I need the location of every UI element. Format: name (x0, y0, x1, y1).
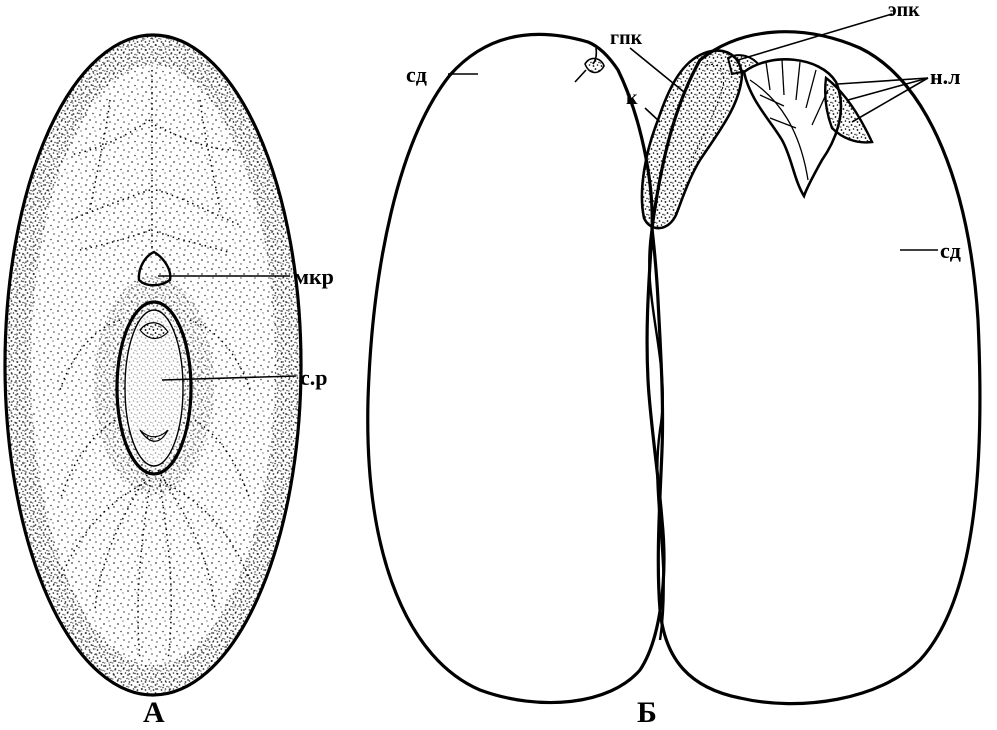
label-hilum-scar: с.р (300, 365, 328, 390)
embryo-axis (640, 49, 744, 230)
cotyledon-right (650, 30, 982, 706)
seed-coat-veins (59, 70, 251, 661)
cotyledon-left (366, 32, 666, 705)
label-cotyledon-right: сд (940, 238, 961, 263)
hilum-scar-leader (161, 375, 297, 381)
true-leaf-veins (749, 59, 829, 181)
hilum-scar-bottom-mark (139, 429, 169, 442)
hilum-scar-outer (115, 300, 193, 476)
hilum-scar-texture (127, 312, 181, 464)
seed-b: сд гпк к эпк н.л сд Б (366, 0, 982, 729)
caption-b: Б (637, 696, 657, 725)
seed-a: мкр с.р А (0, 30, 334, 729)
leader-hypocotyl (629, 47, 685, 93)
true-leaf-small (824, 75, 874, 144)
cotyledon-scar (584, 57, 605, 74)
caption-a: А (143, 696, 165, 725)
leader-true-leaves-2 (847, 77, 929, 101)
leader-epicotyl (737, 13, 893, 61)
hilum-scar-top-mark (139, 322, 169, 340)
label-radicle: к (626, 87, 638, 109)
embryo-axis-highlight (687, 63, 725, 171)
label-hypocotyl: гпк (610, 27, 643, 49)
cotyledon-junction (648, 227, 665, 641)
cotyledon-scar-tail (574, 47, 598, 83)
leader-radicle (644, 107, 661, 123)
label-true-leaves: н.л (930, 64, 961, 89)
leader-true-leaves-3 (851, 77, 929, 123)
label-micropyle: мкр (294, 264, 334, 289)
leader-true-leaves-1 (837, 77, 929, 85)
micropyle (137, 250, 172, 287)
label-epicotyl: эпк (888, 0, 920, 21)
label-cotyledon-left: сд (406, 62, 427, 87)
